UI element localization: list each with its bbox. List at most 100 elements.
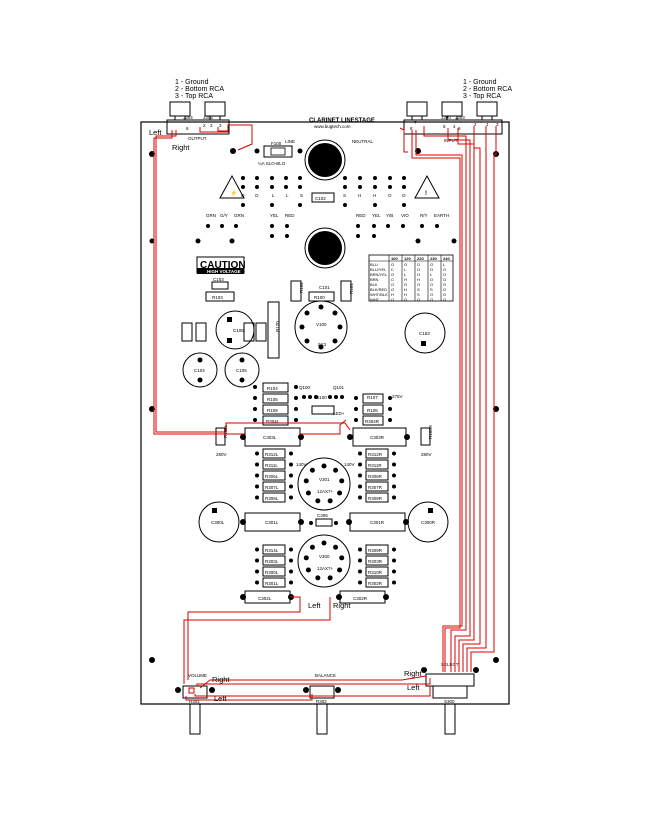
pad [289, 451, 293, 456]
tube-pin [303, 555, 309, 561]
tube-pin [333, 544, 339, 550]
vt-cell: BRN/YEL [370, 272, 388, 277]
pad [289, 547, 293, 552]
vt-header-cell: 230 [430, 256, 437, 261]
pad [358, 484, 362, 489]
svg-text:R107: R107 [367, 395, 378, 400]
vt-cell: BRN [370, 277, 379, 282]
resistor-label: R312L [265, 452, 279, 457]
svg-text:C301R: C301R [370, 520, 385, 525]
svg-text:LED+: LED+ [333, 411, 345, 416]
stage1-section: R312LR311LR306LR307LR308LR312RR311RR306R… [255, 448, 396, 511]
pad [255, 462, 259, 467]
pad [392, 462, 396, 467]
pad [255, 580, 259, 585]
tube-pin [337, 490, 343, 496]
caution-box: CAUTION HIGH VOLTAGE [196, 256, 246, 274]
svg-text:C303L: C303L [263, 435, 277, 440]
svg-text:YEL: YEL [270, 213, 279, 218]
output-right-label: Right [172, 143, 190, 152]
select-ref: S300 [444, 699, 455, 704]
svg-text:H: H [373, 193, 376, 198]
vt-cell: H [404, 292, 407, 297]
volume-left-label: Left [214, 694, 227, 703]
vt-header-cell: 100 [391, 256, 398, 261]
pad [358, 473, 362, 478]
tube-pin [315, 575, 321, 581]
stage-left-label: Left [308, 601, 321, 610]
vt-cell: WHT [370, 297, 380, 302]
select-label: SELECT [441, 662, 459, 667]
vt-cell: O [430, 292, 433, 297]
vt-cell: S [430, 287, 433, 292]
resistor [262, 492, 286, 503]
pad [358, 547, 362, 552]
fuse-label: F100 [271, 141, 282, 146]
resistor-label: R306R [368, 474, 383, 479]
tube-socket [297, 534, 351, 588]
fuse-rating: ¼A SLO-BLO [258, 161, 286, 166]
tube-pin [337, 567, 343, 573]
pin-legend-right-1: 1 - Ground [463, 79, 497, 86]
svg-text:C104: C104 [194, 368, 205, 373]
regulator-section: R104 R105 R108 R304L Q100 Q101 D100 LED+… [215, 382, 433, 457]
pad [255, 473, 259, 478]
svg-text:R108: R108 [267, 408, 278, 413]
vt-cell: O [443, 282, 446, 287]
wire-labels: Left Right Left Right Right Left Right L… [149, 128, 422, 703]
board-url: www.bugtech.com [314, 124, 351, 129]
resistor-label: R301L [265, 581, 279, 586]
svg-text:YEL: YEL [372, 213, 381, 218]
svg-text:5: 5 [443, 124, 446, 129]
svg-text:EARTH: EARTH [434, 213, 449, 218]
resistor [262, 481, 286, 492]
svg-text:R/Y: R/Y [420, 213, 428, 218]
vt-cell: O [391, 287, 394, 292]
tube-pin [305, 567, 311, 573]
resistor-label: R307R [368, 485, 383, 490]
j303-label: J303 [455, 115, 465, 120]
pad [255, 569, 259, 574]
vt-cell: O [417, 267, 420, 272]
vt-cell: O [417, 262, 420, 267]
tube-type: 12AX7+ [317, 566, 334, 571]
vt-cell: O [430, 277, 433, 282]
svg-text:C302L: C302L [258, 596, 272, 601]
vt-cell: H [404, 277, 407, 282]
volume-label: VOLUME [188, 673, 207, 678]
svg-text:R105: R105 [267, 397, 278, 402]
caution-warning-icon: ! [425, 191, 427, 197]
resistor-label: R308L [265, 496, 279, 501]
vt-cell: O [404, 262, 407, 267]
svg-text:R100: R100 [314, 295, 325, 300]
svg-text:Q100: Q100 [299, 385, 311, 390]
pad [289, 569, 293, 574]
stage2-section: C300L C300R C301L C301R C306 [198, 501, 449, 543]
vt-cell: O [430, 297, 433, 302]
vt-cell: O [404, 297, 407, 302]
resistor-label: R309R [368, 548, 383, 553]
tube-pin [305, 490, 311, 496]
resistor-label: R311L [265, 463, 278, 468]
voltage-label: 140V [296, 462, 307, 467]
c102-label: C102 [315, 196, 326, 201]
pad [289, 495, 293, 500]
vt-cell: S [417, 287, 420, 292]
caution-sub: HIGH VOLTAGE [207, 269, 241, 274]
vt-cell: BLU/YEL [370, 267, 387, 272]
pad [289, 484, 293, 489]
pad [358, 580, 362, 585]
volume-right-label: Right [212, 675, 230, 684]
vt-cell: O [430, 282, 433, 287]
svg-text:3: 3 [210, 123, 213, 128]
pad [392, 484, 396, 489]
svg-text:C306: C306 [317, 513, 328, 518]
svg-text:GRN: GRN [206, 213, 216, 218]
supply-section: C103 R103 R102 R101 R100 C101 R120 V100 … [181, 277, 446, 388]
pad [392, 495, 396, 500]
svg-text:R106: R106 [367, 408, 378, 413]
shock-warning-icon: ⚡ [230, 189, 237, 197]
svg-text:C105: C105 [236, 368, 247, 373]
resistor-label: R300L [265, 570, 279, 575]
select-left-label: Left [407, 683, 420, 692]
